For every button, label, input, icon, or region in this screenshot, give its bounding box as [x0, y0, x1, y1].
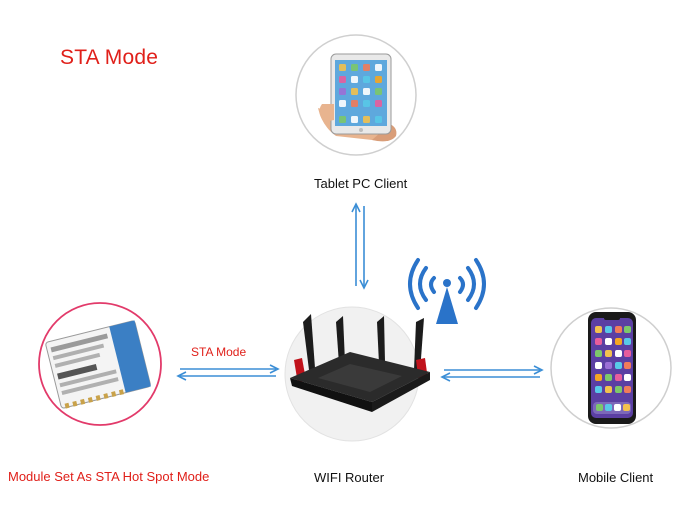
link-module-router: [178, 365, 278, 380]
mobile-client-label: Mobile Client: [578, 470, 653, 485]
module-label: Module Set As STA Hot Spot Mode: [8, 469, 209, 484]
diagram-title: STA Mode: [60, 46, 158, 70]
router-node: [285, 307, 430, 441]
mobile-phone-icon: [588, 312, 636, 424]
mobile-node: [551, 308, 671, 428]
tablet-client-label: Tablet PC Client: [314, 176, 407, 191]
tablet-node: [296, 35, 416, 155]
wifi-signal-icon: [410, 260, 484, 324]
link-router-mobile: [442, 366, 542, 381]
sta-mode-link-label: STA Mode: [191, 345, 246, 359]
wifi-router-label: WIFI Router: [314, 470, 384, 485]
link-tablet-router: [352, 204, 368, 288]
module-node: [39, 303, 161, 425]
